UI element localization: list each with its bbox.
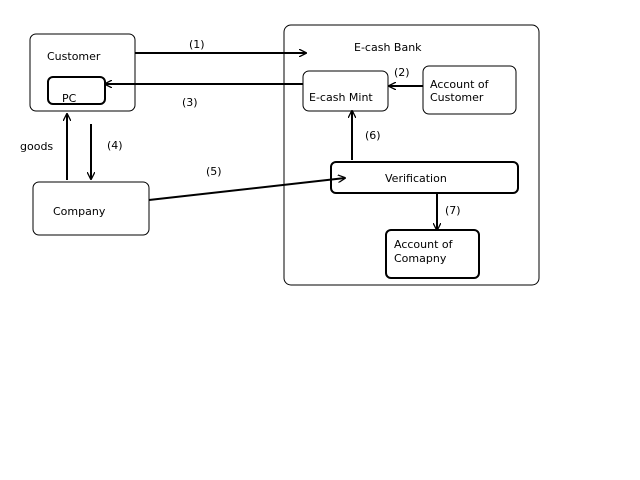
arrow-5 — [148, 178, 345, 201]
bank-box — [283, 24, 540, 286]
mint-box — [302, 70, 389, 112]
pc-label: PC — [62, 92, 77, 105]
customer-label: Customer — [47, 50, 101, 63]
pc-box — [47, 76, 106, 105]
account-company-label-2: Comapny — [394, 252, 447, 265]
verification-box — [330, 161, 519, 194]
edge-label-6: (6) — [365, 129, 381, 142]
account-company-label-1: Account of — [394, 238, 454, 251]
account-customer-box — [422, 65, 517, 115]
edge-label-5: (5) — [206, 165, 222, 178]
edge-label-3: (3) — [182, 96, 198, 109]
edge-label-1: (1) — [189, 38, 205, 51]
account-customer-label-2: Customer — [430, 91, 484, 104]
company-label: Company — [53, 205, 106, 218]
company-box — [32, 181, 150, 236]
edge-label-2: (2) — [394, 66, 410, 79]
account-company-box — [385, 229, 480, 279]
bank-label: E-cash Bank — [354, 41, 422, 54]
mint-label: E-cash Mint — [309, 91, 373, 104]
account-customer-label-1: Account of — [430, 78, 490, 91]
customer-box — [29, 33, 136, 112]
verification-label: Verification — [385, 172, 447, 185]
edge-label-4: (4) — [107, 139, 123, 152]
edge-label-goods: goods — [20, 140, 53, 153]
edge-label-7: (7) — [445, 204, 461, 217]
